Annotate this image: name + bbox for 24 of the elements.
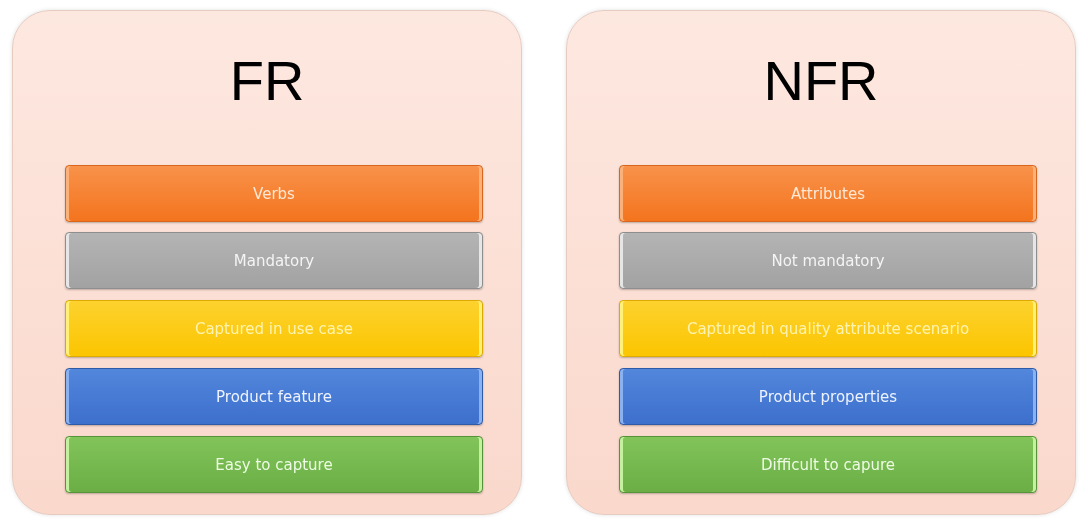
panel [12,10,522,515]
bar [65,368,483,425]
bar-label: Product feature [216,387,332,406]
bar-label: Not mandatory [771,251,885,270]
bar-label: Easy to capture [215,455,333,474]
bar-label: Product properties [758,387,898,406]
bar-label: Captured in quality attribute scenario [686,319,970,338]
bar [619,368,1037,425]
bar-label: Captured in use case [194,319,354,338]
bar-label: Attributes [790,184,866,203]
panel-title: FR [228,53,306,109]
bar [619,436,1037,493]
panel [566,10,1076,515]
bar [65,300,483,357]
bar-label: Verbs [253,184,295,203]
bar [65,165,483,222]
bar-label: Difficult to capure [760,455,896,474]
bar [619,165,1037,222]
bar [65,232,483,289]
bar [619,300,1037,357]
bar-label: Mandatory [233,251,315,270]
bar [65,436,483,493]
panel-title: NFR [762,53,880,109]
bar [619,232,1037,289]
